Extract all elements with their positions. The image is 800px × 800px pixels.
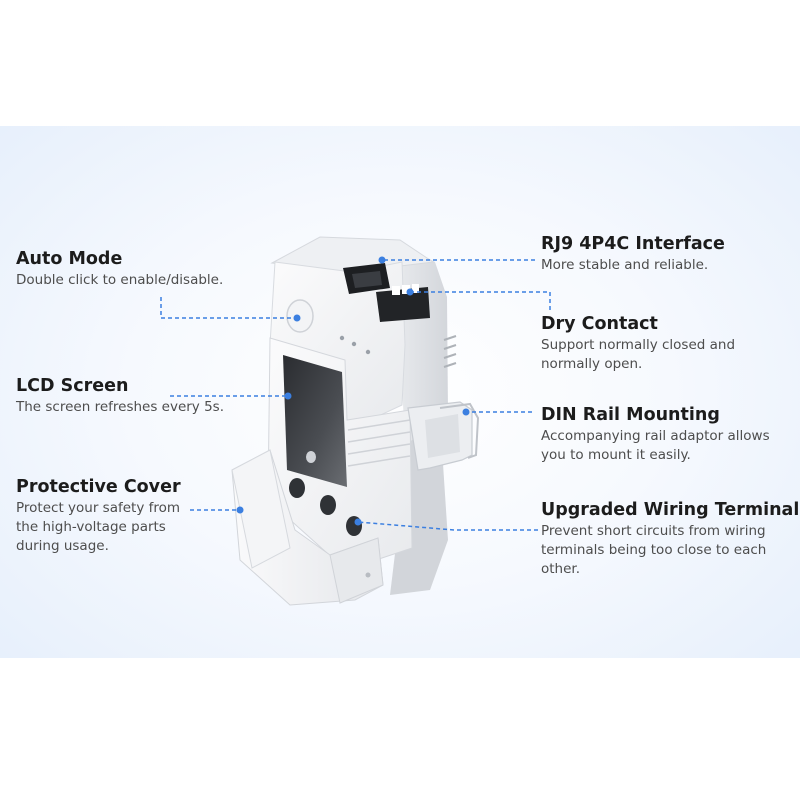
callout-title: DIN Rail Mounting: [541, 405, 720, 425]
auto-mode-button: [286, 299, 314, 333]
terminal-hole: [320, 495, 336, 515]
callout-desc: Prevent short circuits from wiring termi…: [541, 523, 767, 577]
terminal-hole: [289, 478, 305, 498]
callout-title: LCD Screen: [16, 376, 129, 396]
callout-lcd-screen: LCD Screen The screen refreshes every 5s…: [16, 375, 224, 417]
leader-dry-contact: [410, 291, 551, 310]
callout-protective-cover: Protective Cover Protect your safety fro…: [16, 476, 181, 556]
callout-title: Auto Mode: [16, 249, 123, 269]
callout-desc: Support normally closed and normally ope…: [541, 337, 736, 372]
anchor-dot: [378, 256, 386, 264]
dry-contact-block: [376, 287, 430, 322]
callout-din-rail: DIN Rail Mounting Accompanying rail adap…: [541, 404, 770, 465]
callout-title: Protective Cover: [16, 477, 181, 497]
callout-title: RJ9 4P4C Interface: [541, 234, 725, 254]
callout-desc: Protect your safety from the high-voltag…: [16, 500, 181, 554]
callout-desc: Accompanying rail adaptor allows you to …: [541, 428, 770, 463]
anchor-dot: [462, 408, 470, 416]
callout-dry-contact: Dry Contact Support normally closed and …: [541, 313, 735, 374]
callout-desc: Double click to enable/disable.: [16, 272, 224, 288]
callout-desc: The screen refreshes every 5s.: [16, 399, 225, 415]
leader-auto-mode: [160, 297, 297, 319]
callout-title: Upgraded Wiring Terminal: [541, 500, 800, 520]
callout-rj9-interface: RJ9 4P4C Interface More stable and relia…: [541, 233, 725, 275]
leader-wiring-terminal: [357, 521, 538, 531]
callout-wiring-terminal: Upgraded Wiring Terminal Prevent short c…: [541, 499, 799, 579]
anchor-dot: [284, 392, 292, 400]
anchor-dot: [354, 518, 362, 526]
callout-title: Dry Contact: [541, 314, 658, 334]
callout-auto-mode: Auto Mode Double click to enable/disable…: [16, 248, 223, 290]
anchor-dot: [293, 314, 301, 322]
anchor-dot: [236, 506, 244, 514]
lcd-screen: [283, 355, 347, 487]
callout-desc: More stable and reliable.: [541, 257, 709, 273]
anchor-dot: [406, 288, 414, 296]
